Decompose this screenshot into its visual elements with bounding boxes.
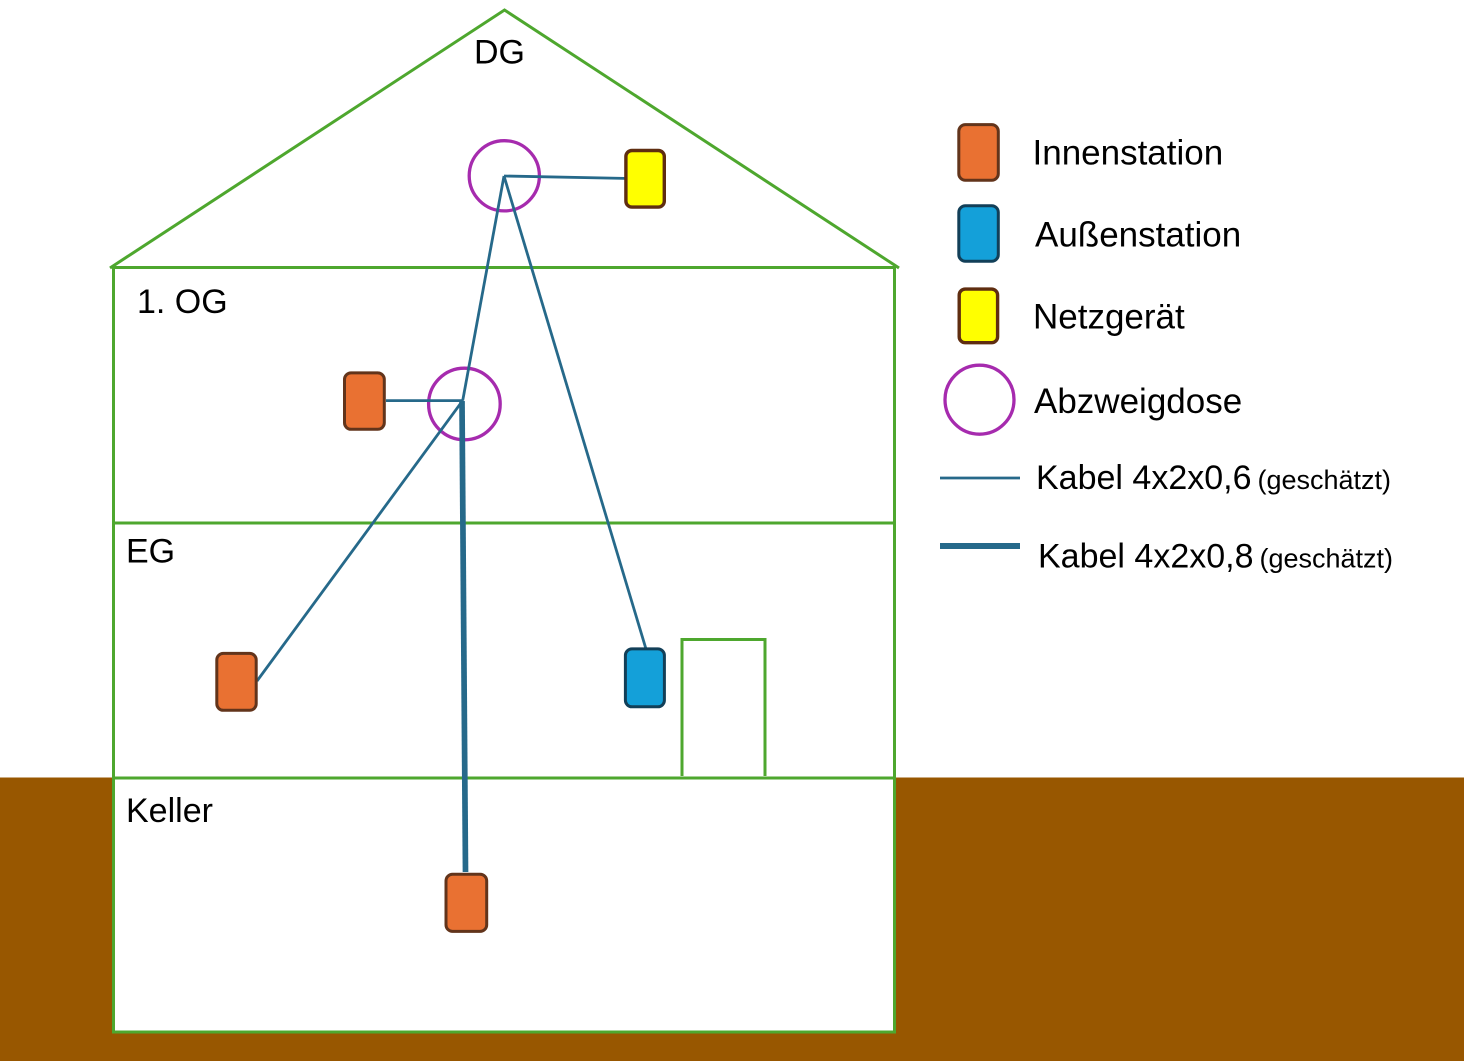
svg-text:Abzweigdose: Abzweigdose	[1034, 382, 1242, 421]
svg-text:DG: DG	[474, 33, 525, 71]
svg-text:Kabel 4x2x0,8(geschätzt): Kabel 4x2x0,8(geschätzt)	[1038, 538, 1393, 576]
svg-text:Keller: Keller	[126, 792, 213, 830]
svg-text:Innenstation: Innenstation	[1033, 134, 1224, 173]
svg-text:Kabel 4x2x0,6(geschätzt): Kabel 4x2x0,6(geschätzt)	[1036, 459, 1391, 497]
svg-text:1. OG: 1. OG	[137, 283, 228, 321]
svg-text:Außenstation: Außenstation	[1035, 216, 1241, 255]
svg-text:EG: EG	[126, 533, 175, 571]
svg-text:Netzgerät: Netzgerät	[1033, 298, 1185, 337]
